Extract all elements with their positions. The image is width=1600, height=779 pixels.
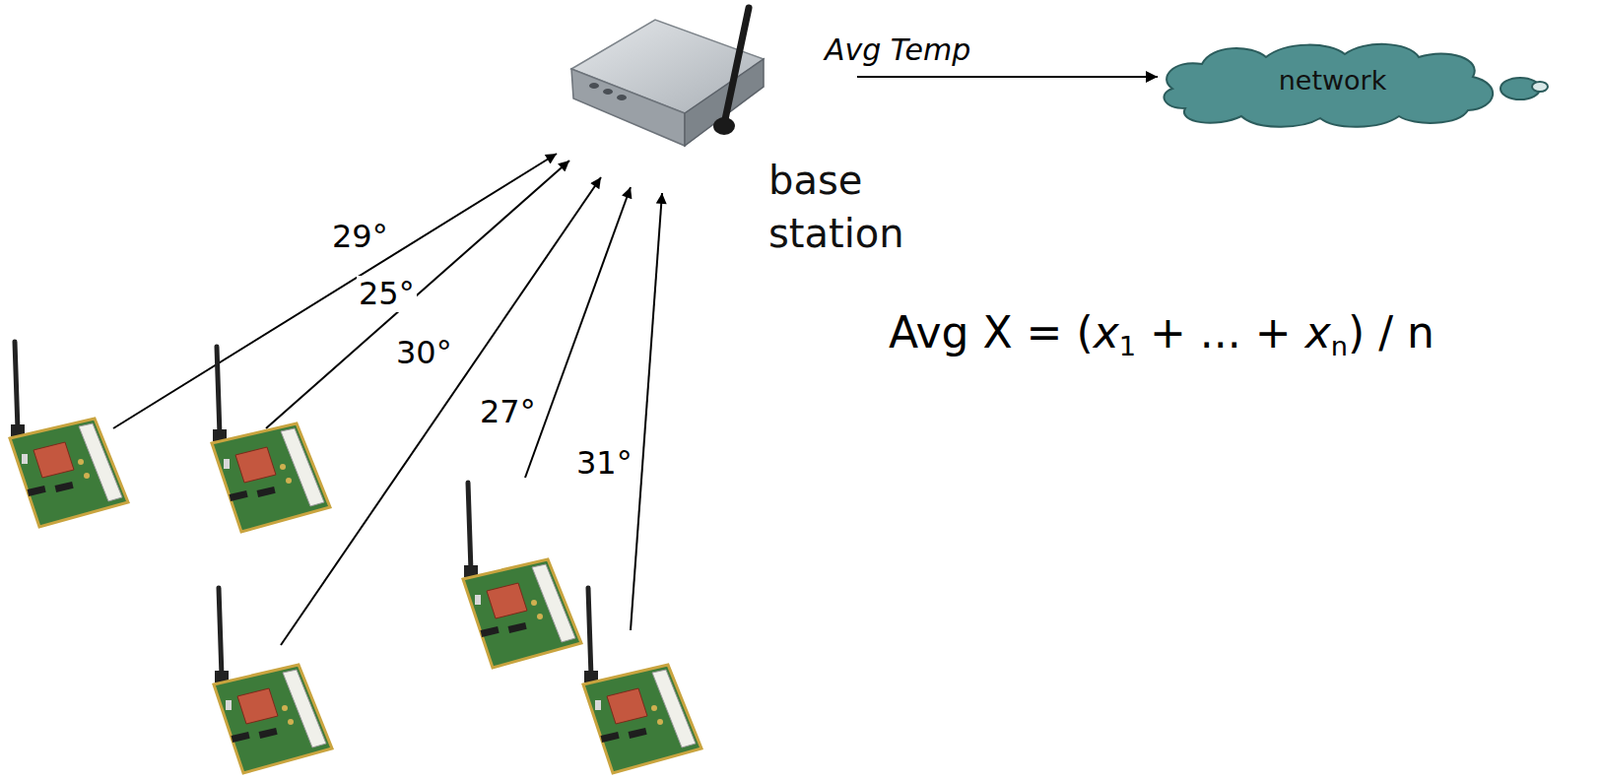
temperature-reading: 30° (394, 334, 455, 372)
cloud-shape (1163, 44, 1493, 128)
reading-arrow (630, 193, 663, 631)
reading-arrows (113, 153, 663, 646)
sensor-mote (463, 482, 582, 668)
temperature-reading: 27° (477, 394, 538, 431)
network-cloud: network (1157, 39, 1508, 124)
temperature-reading: 31° (574, 445, 635, 482)
temperature-reading: 29° (330, 218, 391, 256)
cloud-tail (1532, 81, 1548, 92)
sensor-mote (211, 346, 331, 533)
base-station: base station (566, 0, 858, 148)
reading-arrow (266, 160, 570, 429)
average-formula: Avg X = (x1 + ... + xn) / n (886, 308, 1437, 359)
edge-label: Avg Temp (822, 33, 973, 68)
sensor-mote (9, 341, 129, 528)
temperature-reading: 25° (356, 275, 417, 313)
cloud-label: network (1278, 65, 1388, 97)
base-station-device (571, 7, 764, 146)
device-label: base station (768, 153, 905, 261)
sensor-mote (583, 588, 702, 774)
sensor-mote (213, 588, 333, 774)
data-flow-arrow (857, 75, 1158, 78)
reading-arrow (525, 187, 631, 478)
reading-arrow (113, 153, 557, 429)
